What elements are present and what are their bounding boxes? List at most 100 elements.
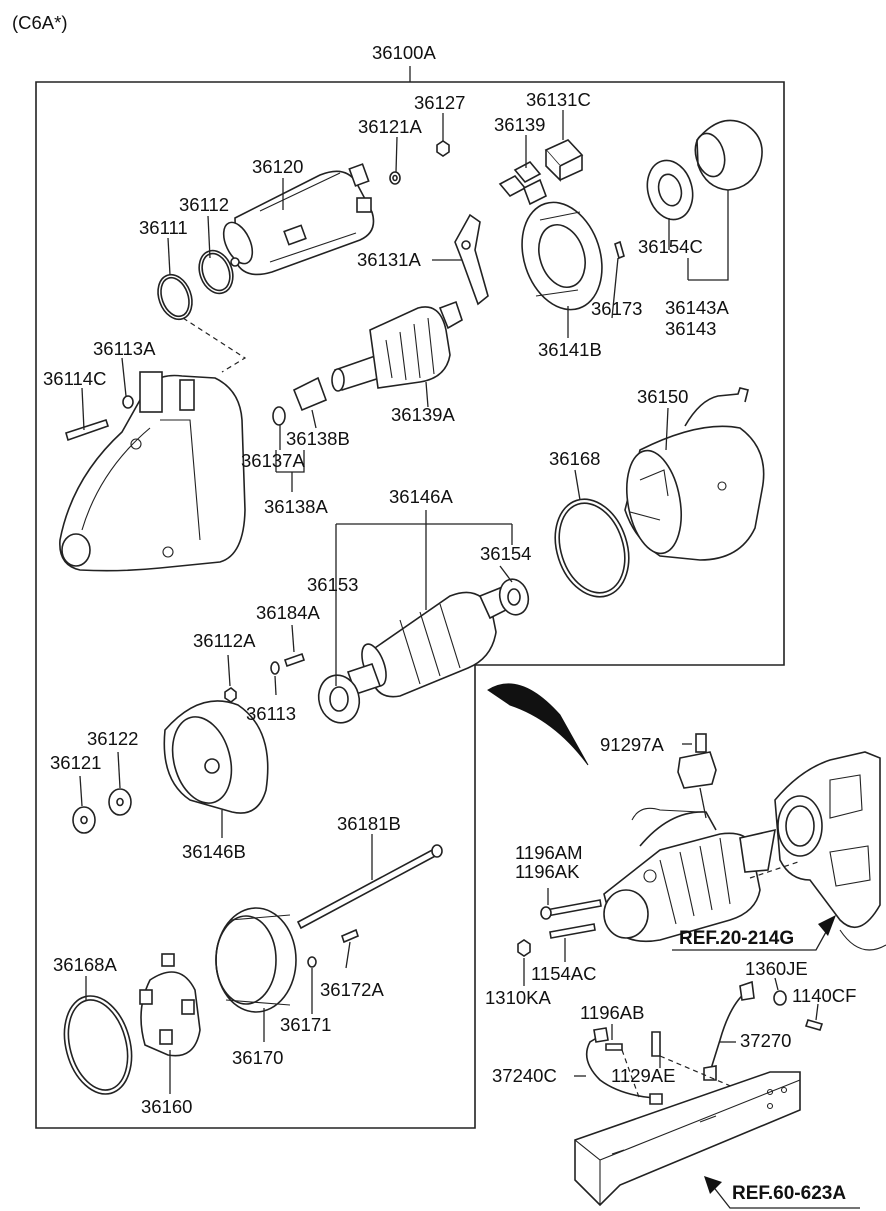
screw-36172a: [341, 928, 359, 944]
part-label-36112: 36112: [179, 194, 230, 215]
part-label-36171: 36171: [280, 1014, 332, 1035]
center-plate: [521, 201, 603, 311]
part-label-36150: 36150: [637, 386, 689, 407]
part-label-36114c: 36114C: [43, 368, 107, 389]
overrunning-clutch: [331, 300, 463, 392]
washer-36113: [270, 661, 280, 675]
part-label-36154: 36154: [480, 543, 532, 564]
part-label-1140cf: 1140CF: [792, 985, 857, 1006]
washer-36113a: [122, 395, 134, 409]
bearing-36154: [498, 578, 530, 616]
armature: [346, 586, 507, 698]
stud-1154ac: [549, 923, 596, 939]
leader-lines: [79, 110, 819, 1094]
bolt-1129ae: [651, 1031, 661, 1057]
part-label-36170: 36170: [232, 1047, 284, 1068]
bolt-1196ab: [605, 1043, 623, 1051]
big-arrow: [487, 683, 589, 766]
part-label-36121a: 36121A: [358, 116, 422, 137]
variant-code: (C6A*): [12, 12, 68, 33]
ground-cable-37240c: [585, 1035, 655, 1099]
o-ring-36168: [554, 498, 630, 598]
part-label-36146a: 36146A: [389, 486, 453, 507]
nut-36127: [436, 140, 450, 157]
part-label-36154c: 36154C: [638, 236, 703, 257]
part-label-36127: 36127: [414, 92, 466, 113]
part-label-1310ka: 1310KA: [485, 987, 551, 1008]
snap-ring-36137a: [272, 406, 286, 426]
part-label-36122: 36122: [87, 728, 139, 749]
part-label-36141b: 36141B: [538, 339, 602, 360]
washer-36121: [72, 806, 96, 834]
o-ring-36112: [198, 249, 234, 295]
part-label-1360je: 1360JE: [745, 958, 808, 979]
part-label-36120: 36120: [252, 156, 304, 177]
part-label-36138a: 36138A: [264, 496, 328, 517]
part-label-1196ab: 1196AB: [580, 1002, 645, 1023]
ref-arrow-engine: [672, 915, 836, 951]
part-label-36138b: 36138B: [286, 428, 350, 449]
part-label-36131c: 36131C: [526, 89, 591, 110]
rear-bracket: [163, 700, 269, 814]
solenoid-switch: [222, 163, 375, 276]
contact-set: [498, 139, 584, 206]
o-ring-36168a: [63, 995, 133, 1095]
bearing-36154c: [646, 159, 694, 221]
part-label-36153: 36153: [307, 574, 359, 595]
part-label-36168: 36168: [549, 448, 601, 469]
frame-rail: [574, 1071, 801, 1207]
part-label-36181b: 36181B: [337, 813, 401, 834]
part-label-36146b: 36146B: [182, 841, 246, 862]
part-label-36143a: 36143A: [665, 297, 729, 318]
part-label-36111: 36111: [139, 217, 188, 238]
washer-36122: [108, 788, 132, 816]
bolt-1196am: [545, 899, 602, 917]
part-label-36143: 36143: [665, 318, 717, 339]
bolt-36173: [614, 240, 625, 260]
part-label-36168a: 36168A: [53, 954, 117, 975]
part-label-1154ac: 1154AC: [531, 963, 597, 984]
part-label-1196am: 1196AM: [515, 842, 583, 863]
engine-block: [774, 751, 886, 951]
part-label-36137a: 36137A: [241, 450, 305, 471]
brush-holder: [139, 953, 201, 1057]
pinion-stop-36138b: [292, 376, 328, 412]
part-label-1196ak: 1196AK: [515, 861, 580, 882]
drive-lever: [454, 213, 489, 306]
part-label-36184a: 36184A: [256, 602, 320, 623]
ref-frame-label: REF.60-623A: [732, 1183, 847, 1204]
part-label-37270: 37270: [740, 1030, 792, 1051]
part-label-36131a: 36131A: [357, 249, 421, 270]
part-label-36173: 36173: [591, 298, 643, 319]
part-label-37240c: 37240C: [492, 1065, 557, 1086]
part-label-36112a: 36112A: [193, 630, 256, 651]
nut-36112a: [224, 687, 237, 703]
part-label-1129ae: 1129AE: [611, 1065, 676, 1086]
bearing-36153: [317, 674, 361, 724]
screw-36184a: [283, 652, 306, 668]
front-housing: [59, 371, 246, 572]
installed-starter: [603, 807, 776, 943]
part-label-36113: 36113: [246, 703, 297, 724]
nut-1360je: [773, 990, 787, 1006]
nut-1310ka: [517, 939, 531, 957]
ref-engine-label: REF.20-214G: [679, 928, 795, 949]
end-cover: [215, 907, 297, 1013]
assembly-number: 36100A: [372, 42, 436, 63]
ref-arrow-frame: [704, 1176, 860, 1209]
bolt-36114c: [65, 418, 110, 442]
relay-91297a: [677, 733, 717, 819]
washer-36171: [307, 956, 317, 968]
rear-cover-36143: [694, 119, 763, 191]
part-label-36160: 36160: [141, 1096, 193, 1117]
part-label-36139a: 36139A: [391, 404, 455, 425]
part-label-36113a: 36113A: [93, 338, 156, 359]
part-label-36172a: 36172A: [320, 979, 384, 1000]
through-bolt: [296, 846, 441, 930]
part-label-91297a: 91297A: [600, 734, 664, 755]
part-label-36139: 36139: [494, 114, 546, 135]
bolt-1140cf: [804, 1019, 824, 1031]
yoke-assembly: [624, 387, 765, 561]
part-label-36121: 36121: [50, 752, 102, 773]
